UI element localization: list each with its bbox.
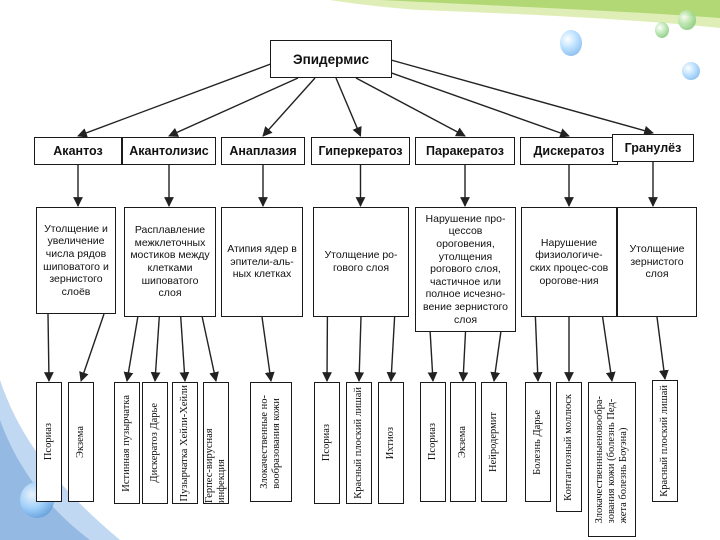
description-to-disease-arrow	[532, 316, 543, 382]
category-header: Гиперкератоз	[311, 137, 410, 165]
water-drop-1	[560, 30, 582, 56]
disease-label: Экзема	[456, 426, 468, 458]
description-to-disease-arrow	[386, 316, 397, 382]
description-to-disease-arrow	[490, 331, 502, 382]
root-to-category-arrow	[77, 61, 277, 138]
root-to-category-arrow	[390, 59, 654, 136]
water-drop-2	[655, 22, 669, 38]
category-description: Нарушение про-цессов ороговения, утолщен…	[415, 207, 516, 332]
description-to-disease-arrow	[79, 313, 105, 382]
category-description-text: Утолщение ро-гового слоя	[324, 249, 398, 274]
category-description-text: Нарушение физиологиче-ских процес-сов ор…	[529, 236, 609, 287]
category-description: Нарушение физиологиче-ских процес-сов ор…	[521, 207, 617, 317]
description-to-disease-arrow	[261, 316, 275, 382]
category-description: Атипия ядер в эпители-аль-ных клетках	[221, 207, 303, 317]
disease-box: Красный плоский лишай	[652, 380, 678, 502]
category-header: Анаплазия	[221, 137, 305, 165]
disease-label: Красный плоский лишай	[352, 387, 364, 499]
description-to-disease-arrow	[43, 313, 54, 382]
category-description-text: Утолщение и увеличение числа рядов шипов…	[43, 222, 109, 298]
disease-box: Злокачественные но- вообразования кожи	[250, 382, 292, 502]
disease-label: Красный плоский лишай	[658, 385, 670, 497]
category-description-text: Утолщение зернистого слоя	[629, 243, 685, 281]
description-to-disease-arrow	[150, 316, 161, 382]
category-description: Утолщение ро-гового слоя	[313, 207, 409, 317]
category-description: Утолщение зернистого слоя	[617, 207, 697, 317]
description-to-disease-arrow	[427, 331, 438, 382]
disease-box: Экзема	[450, 382, 476, 502]
disease-label: Герпес-вирусная инфекция	[203, 428, 227, 503]
disease-box: Псориаз	[420, 382, 446, 502]
category-description-text: Нарушение про-цессов ороговения, утолщен…	[423, 212, 508, 326]
category-description-text: Расплавление межклеточных мостиков между…	[130, 224, 210, 300]
category-header: Гранулёз	[612, 134, 694, 162]
root-to-category-arrow	[371, 65, 570, 138]
description-to-disease-arrow	[201, 316, 219, 382]
disease-box: Псориаз	[314, 382, 340, 504]
description-to-disease-arrow	[123, 316, 139, 382]
root-node: Эпидермис	[270, 40, 392, 78]
disease-box: Болезнь Дарье	[525, 382, 551, 502]
category-title: Акантоз	[53, 144, 103, 158]
category-header: Акантолизис	[122, 137, 216, 165]
disease-label: Псориаз	[320, 424, 332, 462]
disease-box: Герпес-вирусная инфекция	[203, 382, 229, 504]
category-description: Расплавление межклеточных мостиков между…	[124, 207, 216, 317]
root-label: Эпидермис	[293, 51, 369, 67]
disease-label: Псориаз	[42, 423, 54, 461]
disease-box: Пузырчатка Хейли-Хейли	[172, 382, 198, 504]
category-title: Гранулёз	[624, 141, 682, 155]
water-drop-4	[682, 62, 700, 80]
disease-label: Истинная пузырчатка	[120, 394, 132, 492]
disease-box: Контагиозный моллюск	[556, 382, 582, 512]
description-to-disease-arrow	[179, 316, 190, 382]
top-right-green-swoosh	[330, 0, 720, 28]
description-to-disease-arrow	[601, 316, 616, 382]
disease-box: Дискератоз Дарье	[142, 382, 168, 504]
category-header: Дискератоз	[520, 137, 618, 165]
category-title: Дискератоз	[533, 144, 605, 158]
disease-box: Нейродермит	[481, 382, 507, 502]
disease-box: Злокачественнныеновообра- зования кожи (…	[588, 382, 636, 537]
category-header: Акантоз	[34, 137, 122, 165]
category-title: Акантолизис	[129, 144, 209, 158]
disease-label: Пузырчатка Хейли-Хейли	[178, 384, 190, 502]
disease-box: Псориаз	[36, 382, 62, 502]
water-drop-3	[678, 10, 696, 30]
category-title: Паракератоз	[426, 144, 504, 158]
disease-label: Злокачественные но- вообразования кожи	[258, 395, 282, 489]
disease-label: Экзема	[74, 426, 86, 458]
root-to-category-arrow	[262, 77, 316, 137]
description-to-disease-arrow	[656, 316, 669, 380]
category-title: Гиперкератоз	[318, 144, 403, 158]
disease-label: Псориаз	[426, 423, 438, 461]
disease-label: Злокачественнныеновообра- зования кожи (…	[593, 395, 630, 524]
disease-box: Истинная пузырчатка	[114, 382, 140, 504]
disease-label: Болезнь Дарье	[531, 409, 543, 475]
category-header: Паракератоз	[415, 137, 515, 165]
root-to-category-arrow	[168, 77, 299, 137]
description-to-disease-arrow	[458, 331, 469, 382]
disease-box: Экзема	[68, 382, 94, 502]
category-description-text: Атипия ядер в эпители-аль-ных клетках	[227, 243, 297, 281]
disease-label: Контагиозный моллюск	[562, 393, 574, 501]
disease-label: Нейродермит	[487, 411, 499, 472]
disease-box: Ихтиоз	[378, 382, 404, 504]
disease-label: Ихтиоз	[384, 426, 396, 460]
description-to-disease-arrow	[354, 316, 365, 382]
disease-box: Красный плоский лишай	[346, 382, 372, 504]
disease-label: Дискератоз Дарье	[148, 403, 160, 483]
root-to-category-arrow	[335, 77, 362, 137]
category-description: Утолщение и увеличение числа рядов шипов…	[36, 207, 116, 314]
root-to-category-arrow	[355, 77, 466, 137]
category-title: Анаплазия	[229, 144, 297, 158]
